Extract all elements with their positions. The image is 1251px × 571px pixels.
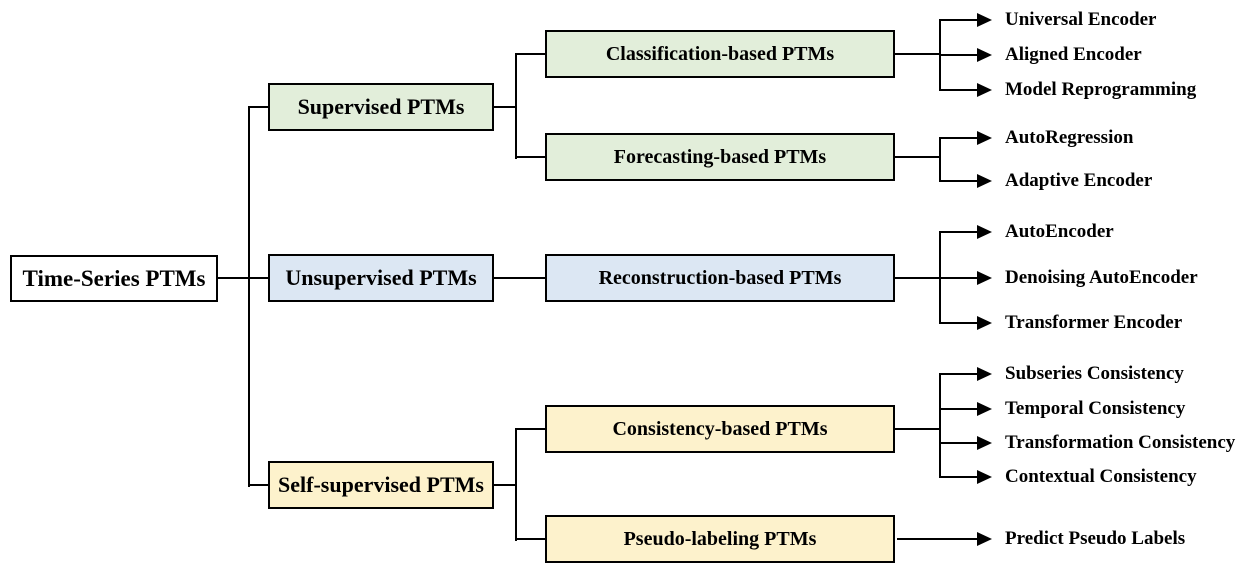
node-forecasting-based-ptms: Forecasting-based PTMs — [545, 133, 895, 181]
connector-consistency-out — [895, 427, 941, 431]
leaf-subseries-consistency: Subseries Consistency — [1005, 363, 1184, 384]
connector-root-out — [218, 276, 268, 280]
node-pseudo-labeling-ptms: Pseudo-labeling PTMs — [545, 515, 895, 563]
connector-supervised-out — [494, 105, 517, 109]
node-time-series-ptms: Time-Series PTMs — [10, 255, 218, 302]
leaf-universal-encoder: Universal Encoder — [1005, 9, 1157, 30]
connector-self-rail — [514, 427, 518, 542]
arrow-aligned-encoder — [939, 53, 977, 57]
arrow-adaptive-encoder — [939, 179, 977, 183]
connector-to-forecasting — [515, 155, 545, 159]
arrow-universal-encoder — [939, 18, 977, 22]
leaf-transformation-consistency: Transformation Consistency — [1005, 432, 1236, 453]
leaf-model-reprogramming: Model Reprogramming — [1005, 79, 1197, 100]
connector-root-trunk — [247, 105, 251, 488]
connector-classification-out — [895, 52, 941, 56]
node-self-supervised-ptms: Self-supervised PTMs — [268, 461, 494, 509]
arrow-model-reprogramming — [939, 88, 977, 92]
connector-to-reconstruction — [493, 276, 545, 280]
leaf-autoregression: AutoRegression — [1005, 127, 1134, 148]
connector-trunk-supervised — [248, 105, 268, 109]
node-reconstruction-based-ptms: Reconstruction-based PTMs — [545, 254, 895, 302]
connector-self-out — [494, 483, 517, 487]
node-supervised-ptms: Supervised PTMs — [268, 83, 494, 131]
node-unsupervised-ptms: Unsupervised PTMs — [268, 254, 494, 302]
connector-to-consistency — [515, 427, 545, 431]
leaf-temporal-consistency: Temporal Consistency — [1005, 398, 1186, 419]
arrow-transformer-encoder — [939, 321, 977, 325]
node-classification-based-ptms: Classification-based PTMs — [545, 30, 895, 78]
connector-supervised-rail — [514, 52, 518, 160]
arrow-denoising-autoencoder — [939, 276, 977, 280]
arrow-temporal-consistency — [939, 407, 977, 411]
arrow-autoencoder — [939, 230, 977, 234]
arrow-predict-pseudo-labels — [897, 537, 977, 541]
leaf-denoising-autoencoder: Denoising AutoEncoder — [1005, 267, 1198, 288]
leaf-predict-pseudo-labels: Predict Pseudo Labels — [1005, 528, 1186, 549]
connector-consistency-rail — [938, 372, 942, 479]
leaf-adaptive-encoder: Adaptive Encoder — [1005, 170, 1153, 191]
leaf-aligned-encoder: Aligned Encoder — [1005, 44, 1142, 65]
arrow-autoregression — [939, 136, 977, 140]
leaf-transformer-encoder: Transformer Encoder — [1005, 312, 1183, 333]
leaf-autoencoder: AutoEncoder — [1005, 221, 1114, 242]
connector-to-pseudo-labeling — [515, 537, 545, 541]
connector-trunk-self-supervised — [248, 483, 268, 487]
connector-to-classification — [515, 52, 545, 56]
arrow-subseries-consistency — [939, 372, 977, 376]
connector-forecasting-out — [895, 155, 941, 159]
leaf-contextual-consistency: Contextual Consistency — [1005, 466, 1197, 487]
node-consistency-based-ptms: Consistency-based PTMs — [545, 405, 895, 453]
connector-reconstruction-out — [895, 276, 941, 280]
arrow-contextual-consistency — [939, 475, 977, 479]
arrow-transformation-consistency — [939, 441, 977, 445]
connector-forecasting-rail — [938, 136, 942, 183]
